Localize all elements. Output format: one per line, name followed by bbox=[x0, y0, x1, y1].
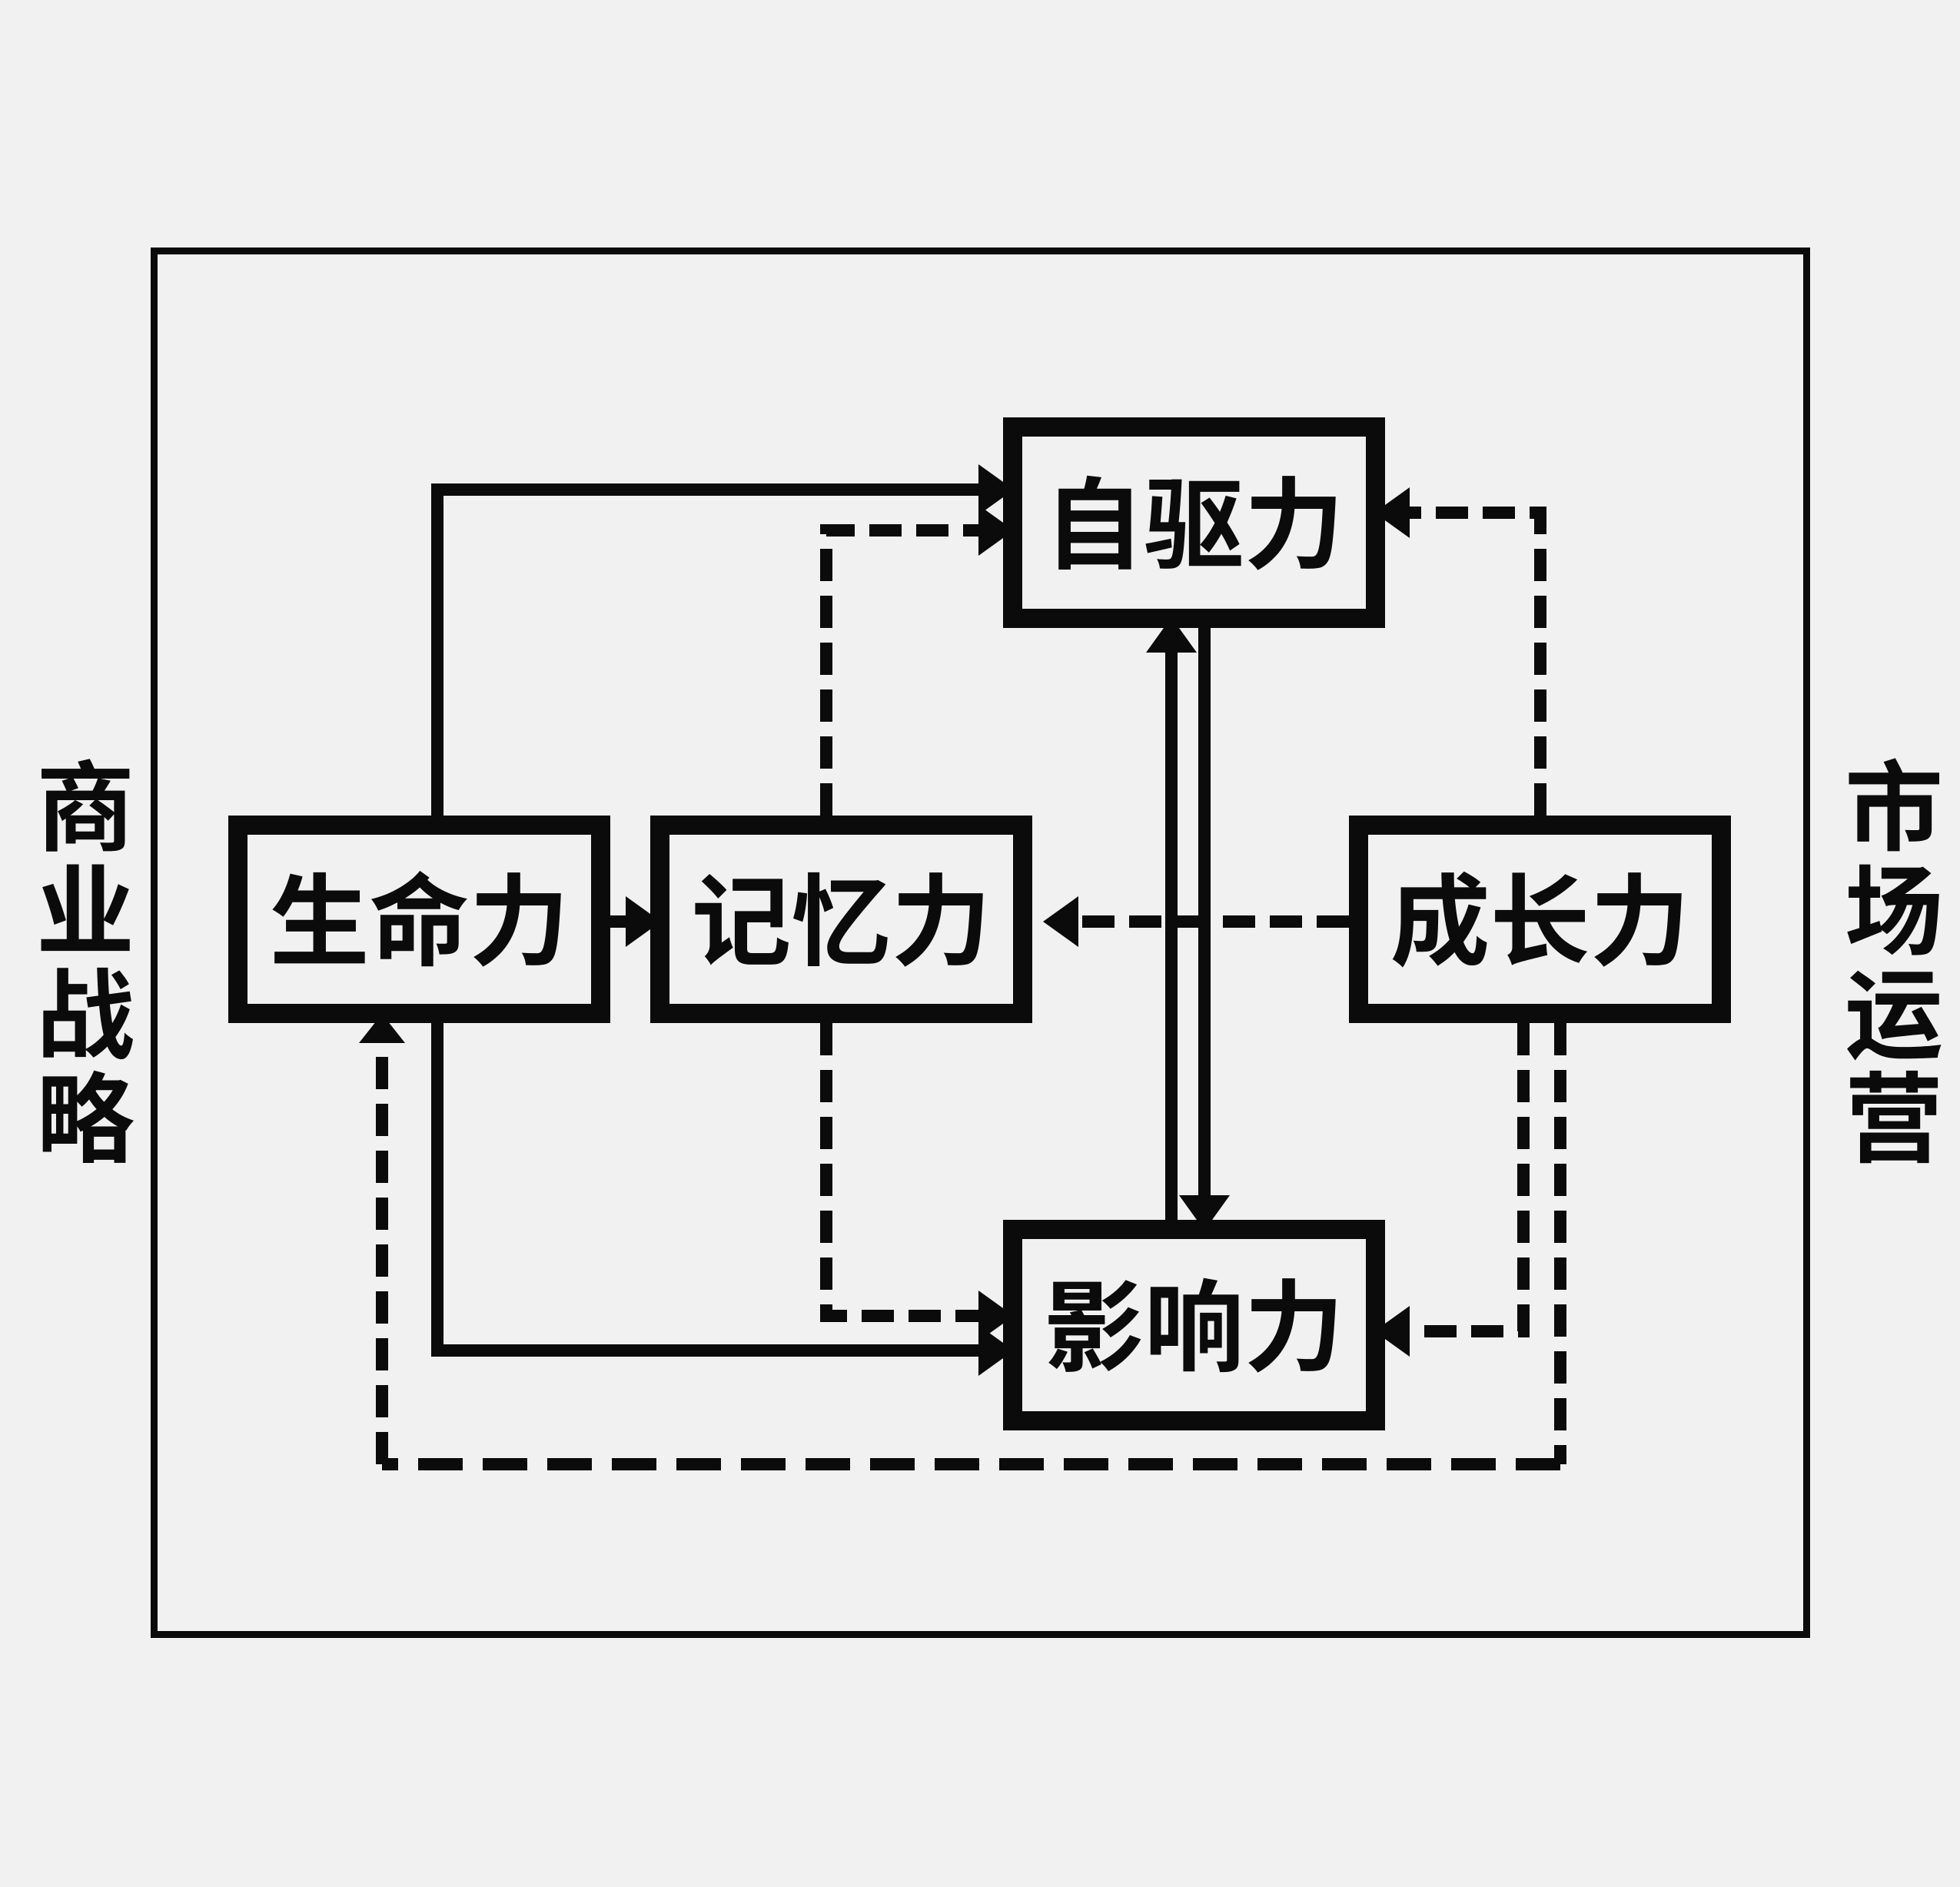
arrowhead-growth-to-selfdrive bbox=[1374, 487, 1410, 538]
arrowhead-vitality-to-memory bbox=[626, 896, 661, 947]
node-box-vitality bbox=[228, 816, 610, 1023]
connector-memory-to-selfdrive bbox=[820, 524, 978, 816]
connector-vitality-to-influence bbox=[431, 1023, 978, 1357]
arrowhead-vitality-to-selfdrive bbox=[978, 464, 1014, 515]
arrowhead-growth-to-memory bbox=[1043, 896, 1078, 947]
arrowhead-memory-to-selfdrive bbox=[978, 505, 1014, 556]
connectors bbox=[359, 464, 1566, 1470]
connector-vitality-to-selfdrive bbox=[431, 483, 978, 816]
node-box-self-drive bbox=[1003, 417, 1385, 628]
outer-frame bbox=[151, 248, 1810, 1638]
node-box-growth bbox=[1349, 816, 1731, 1023]
arrowhead-memory-to-influence bbox=[978, 1291, 1014, 1341]
arrowhead-growth-to-vitality bbox=[359, 1014, 405, 1043]
arrowhead-selfdrive-to-influence bbox=[1179, 1195, 1230, 1231]
connector-growth-to-selfdrive bbox=[1410, 507, 1546, 816]
node-box-influence bbox=[1003, 1220, 1385, 1430]
node-boxes bbox=[228, 417, 1731, 1430]
connector-memory-to-influence bbox=[820, 1023, 978, 1322]
connector-growth-to-influence bbox=[1410, 1023, 1530, 1337]
node-box-memory bbox=[650, 816, 1032, 1023]
arrowhead-influence-to-selfdrive bbox=[1146, 617, 1197, 653]
arrowhead-growth-to-influence bbox=[1374, 1306, 1410, 1357]
arrowhead-vitality-to-influence bbox=[978, 1325, 1014, 1376]
